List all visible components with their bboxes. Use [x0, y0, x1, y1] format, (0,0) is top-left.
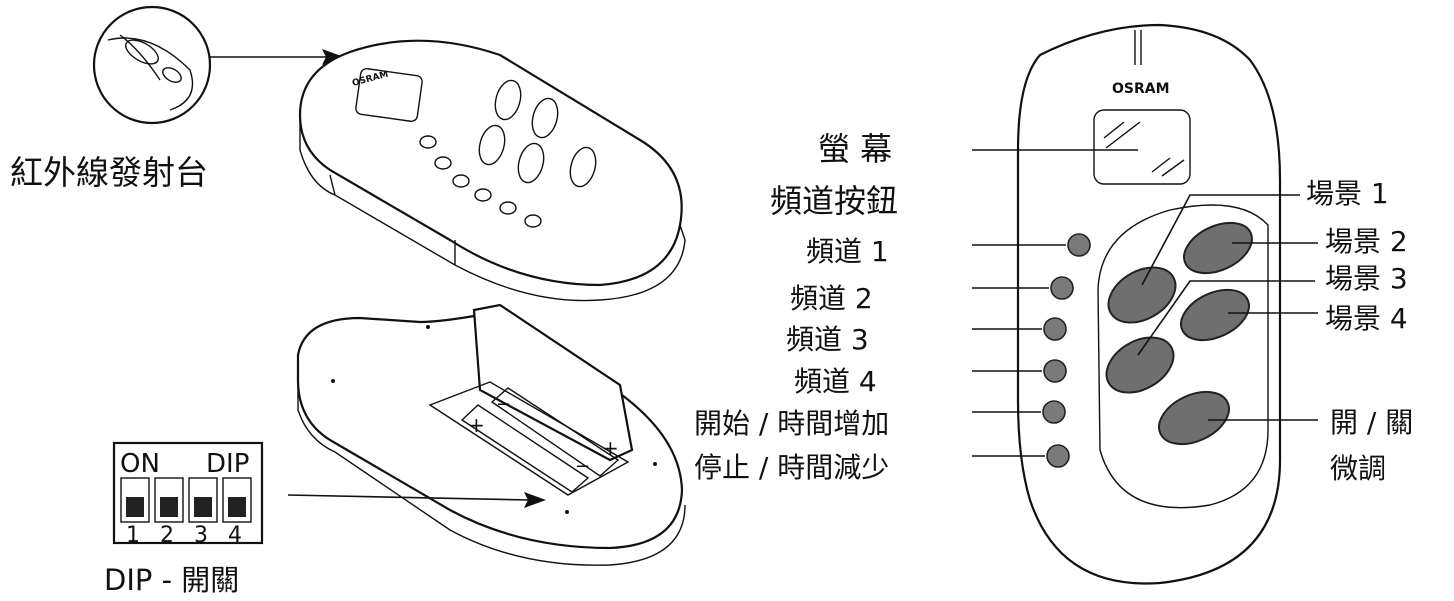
on-off-button[interactable] — [1151, 382, 1238, 455]
stop-time-down-label: 停止 / 時間減少 — [694, 451, 889, 484]
remote-battery-view: + − − + — [296, 303, 686, 566]
dip-num-1: 1 — [126, 523, 140, 548]
dip-on-label: ON — [120, 449, 160, 479]
channel-3-label: 頻道 3 — [786, 323, 869, 356]
left-leader-lines — [972, 149, 1138, 457]
scene-2-label: 場景 2 — [1325, 225, 1408, 258]
scene-4-label: 場景 4 — [1325, 302, 1408, 335]
brand-front: OSRAM — [1112, 81, 1170, 97]
dip-switch: ON DIP 1 2 3 4 — [112, 441, 546, 548]
channel-4-label: 頻道 4 — [794, 365, 877, 398]
stop-button[interactable] — [1046, 444, 1070, 468]
channel-2-label: 頻道 2 — [790, 282, 873, 315]
start-button[interactable] — [1042, 400, 1066, 424]
channel-2-button[interactable] — [1050, 276, 1074, 300]
ir-magnifier — [92, 5, 344, 125]
display-screen — [1093, 109, 1191, 185]
start-time-up-label: 開始 / 時間增加 — [694, 407, 889, 440]
channel-4-button[interactable] — [1043, 359, 1067, 383]
channel-buttons-label: 頻道按鈕 — [770, 182, 898, 220]
channel-1-button[interactable] — [1067, 233, 1091, 257]
battery-plus-2: + — [602, 436, 619, 460]
remote-front-view: OSRAM — [1016, 23, 1282, 585]
ir-transmitter-label: 紅外線發射台 — [10, 153, 208, 192]
scene-4-button[interactable] — [1173, 280, 1257, 350]
remote-top-view: OSRAM — [298, 39, 686, 302]
scene-3-label: 場景 3 — [1325, 262, 1408, 295]
right-leader-lines — [1137, 194, 1318, 421]
scene-3-button[interactable] — [1097, 326, 1183, 404]
display-label: 螢 幕 — [818, 130, 892, 168]
battery-plus-1: + — [468, 413, 485, 437]
dip-num-4: 4 — [228, 523, 242, 548]
dip-dip-label: DIP — [206, 449, 249, 479]
scene-2-button[interactable] — [1176, 213, 1260, 283]
scene-1-button[interactable] — [1099, 256, 1185, 334]
channel-1-label: 頻道 1 — [806, 235, 889, 268]
battery-minus-2: − — [496, 394, 511, 415]
battery-minus-1: − — [575, 456, 590, 477]
dip-num-3: 3 — [194, 523, 208, 548]
scene-1-label: 場景 1 — [1306, 177, 1389, 210]
dimming-label: 微調 — [1330, 452, 1386, 485]
on-off-label: 開 / 關 — [1330, 406, 1413, 439]
dip-switch-label: DIP - 開關 — [104, 563, 239, 597]
channel-3-button[interactable] — [1043, 317, 1067, 341]
dip-num-2: 2 — [160, 523, 174, 548]
